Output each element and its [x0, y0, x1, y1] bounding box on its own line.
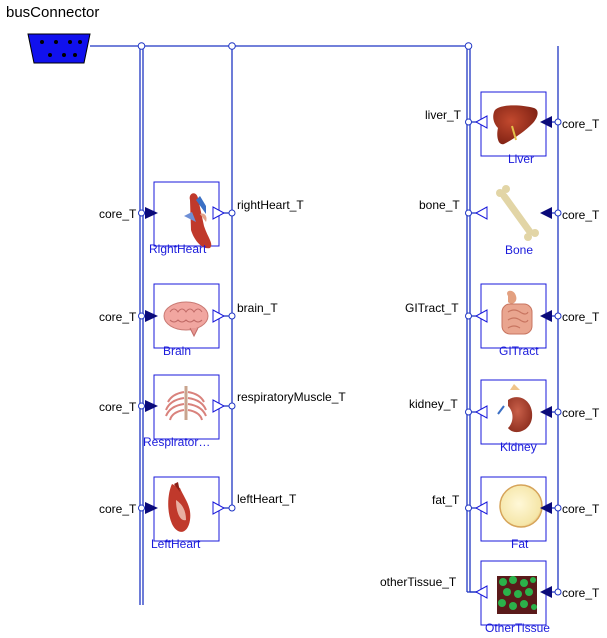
- component-othertissue[interactable]: OtherTissue otherTissue_T core_T: [380, 560, 600, 635]
- component-label: GITract: [499, 344, 539, 358]
- component-brain[interactable]: Brain core_T brain_T: [99, 283, 278, 358]
- liver-icon: [493, 105, 538, 145]
- bone-icon: [496, 185, 539, 241]
- output-label: fat_T: [432, 493, 460, 507]
- input-port[interactable]: [540, 207, 552, 219]
- component-label: LeftHeart: [151, 537, 201, 551]
- component-box: [153, 181, 220, 247]
- brain-icon: [163, 301, 209, 338]
- port-dot: [554, 209, 562, 217]
- output-port[interactable]: [212, 501, 226, 515]
- output-port[interactable]: [212, 399, 226, 413]
- port-dot: [138, 312, 145, 320]
- bus-connector[interactable]: [27, 33, 91, 64]
- port-dot: [554, 588, 562, 596]
- output-port[interactable]: [474, 206, 488, 220]
- heart-icon: [168, 482, 191, 532]
- output-port[interactable]: [474, 501, 488, 515]
- component-respiratorymuscle[interactable]: Respirator… core_T respiratoryMuscle_T: [99, 374, 346, 449]
- port-dot: [138, 402, 145, 410]
- output-label: GITract_T: [405, 301, 459, 315]
- input-label: core_T: [562, 117, 600, 131]
- input-label: core_T: [562, 208, 600, 222]
- component-gitract[interactable]: GITract GITract_T core_T: [405, 283, 600, 358]
- output-label: brain_T: [237, 301, 278, 315]
- output-port[interactable]: [474, 309, 488, 323]
- component-bone[interactable]: Bone bone_T core_T: [419, 185, 600, 257]
- port-dot: [138, 209, 145, 217]
- input-label: core_T: [99, 310, 137, 324]
- port-dot: [228, 402, 236, 410]
- component-leftheart[interactable]: LeftHeart core_T leftHeart_T: [99, 476, 297, 551]
- component-label: OtherTissue: [485, 621, 550, 635]
- port-dot: [554, 312, 562, 320]
- heart-icon: [184, 193, 212, 249]
- port-dot: [465, 504, 472, 512]
- input-label: core_T: [562, 406, 600, 420]
- input-label: core_T: [562, 586, 600, 600]
- output-label: respiratoryMuscle_T: [237, 390, 346, 404]
- port-dot: [465, 209, 472, 217]
- component-rightheart[interactable]: RightHeart core_T rightHeart_T: [99, 181, 304, 256]
- port-dot: [554, 408, 562, 416]
- input-port[interactable]: [540, 310, 552, 322]
- component-fat[interactable]: Fat fat_T core_T: [432, 476, 600, 551]
- input-label: core_T: [562, 502, 600, 516]
- output-port[interactable]: [212, 206, 226, 220]
- input-port[interactable]: [145, 400, 158, 412]
- component-label: Fat: [511, 537, 529, 551]
- port-dot: [465, 312, 472, 320]
- input-port[interactable]: [540, 406, 552, 418]
- port-dot: [228, 312, 236, 320]
- input-label: core_T: [99, 207, 137, 221]
- output-label: bone_T: [419, 198, 460, 212]
- output-label: rightHeart_T: [237, 198, 304, 212]
- output-port[interactable]: [474, 115, 488, 129]
- input-label: core_T: [562, 310, 600, 324]
- output-label: kidney_T: [409, 397, 458, 411]
- component-label: RightHeart: [149, 242, 207, 256]
- ribcage-icon: [165, 386, 207, 421]
- output-label: otherTissue_T: [380, 575, 457, 589]
- port-dot: [228, 209, 236, 217]
- component-label: Kidney: [500, 440, 537, 454]
- intestine-icon: [501, 290, 533, 335]
- input-port[interactable]: [145, 502, 158, 514]
- output-label: leftHeart_T: [237, 492, 297, 506]
- input-port[interactable]: [540, 586, 552, 598]
- port-dot: [138, 504, 145, 512]
- port-dot: [228, 504, 236, 512]
- port-dot: [465, 118, 472, 126]
- component-label: Brain: [163, 344, 191, 358]
- input-port[interactable]: [145, 310, 158, 322]
- junction-dots: [137, 42, 473, 50]
- component-label: Liver: [508, 152, 534, 166]
- input-port[interactable]: [540, 116, 552, 128]
- component-liver[interactable]: Liver liver_T core_T: [425, 91, 600, 166]
- input-port[interactable]: [145, 207, 158, 219]
- input-port[interactable]: [540, 502, 552, 514]
- tissue-icon: [497, 576, 537, 614]
- output-label: liver_T: [425, 108, 462, 122]
- component-label: Bone: [505, 243, 533, 257]
- diagram-title: busConnector: [6, 4, 99, 21]
- component-label: Respirator…: [143, 435, 210, 449]
- fat-cell-icon: [499, 484, 543, 528]
- output-port[interactable]: [212, 309, 226, 323]
- kidney-icon: [497, 384, 533, 433]
- output-port[interactable]: [474, 585, 488, 599]
- port-dot: [465, 408, 472, 416]
- port-dot: [554, 118, 562, 126]
- input-label: core_T: [99, 400, 137, 414]
- output-port[interactable]: [474, 405, 488, 419]
- component-kidney[interactable]: Kidney kidney_T core_T: [409, 379, 600, 454]
- input-label: core_T: [99, 502, 137, 516]
- port-dot: [554, 504, 562, 512]
